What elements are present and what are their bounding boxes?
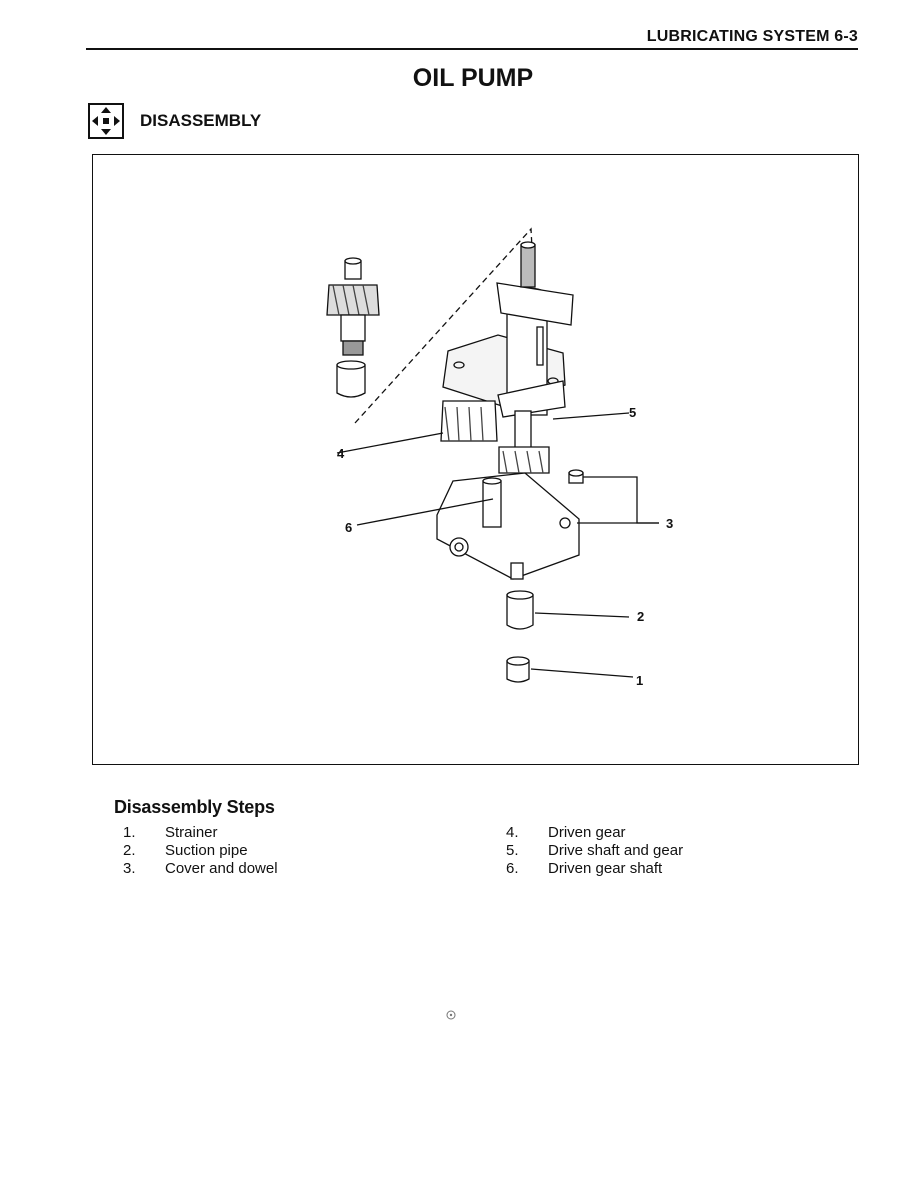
header-rule [86, 48, 858, 50]
step-item: 2. Suction pipe [123, 842, 278, 860]
callout-1: 1 [636, 673, 643, 688]
suction-pipe-part [506, 590, 534, 630]
pump-cover-part [442, 241, 574, 418]
exploded-view-figure: 1 2 3 4 5 6 [92, 154, 859, 765]
step-number: 4. [506, 824, 519, 841]
callout-5: 5 [629, 405, 636, 420]
step-item: 4. Driven gear [506, 824, 683, 842]
step-item: 6. Driven gear shaft [506, 860, 683, 878]
dowel-part [568, 469, 584, 484]
driven-gear-part [440, 400, 498, 442]
step-number: 6. [506, 860, 519, 877]
callout-3: 3 [666, 516, 673, 531]
step-item: 3. Cover and dowel [123, 860, 278, 878]
step-item: 1. Strainer [123, 824, 278, 842]
step-label: Cover and dowel [165, 860, 278, 877]
step-label: Driven gear shaft [548, 860, 663, 877]
oil-pump-exploded-diagram: 1 2 3 4 5 6 [326, 227, 673, 688]
section-heading: DISASSEMBLY [140, 111, 262, 130]
steps-title: Disassembly Steps [114, 797, 275, 817]
running-header: LUBRICATING SYSTEM 6-3 [646, 28, 858, 45]
disassembly-arrows-icon [88, 103, 124, 139]
page-mark-icon [446, 1010, 456, 1020]
callout-2: 2 [637, 609, 644, 624]
step-number: 1. [123, 824, 136, 841]
step-label: Strainer [165, 824, 218, 841]
step-label: Drive shaft and gear [548, 842, 684, 859]
steps-list-left: 1. Strainer 2. Suction pipe 3. Cover and do… [123, 824, 278, 878]
drive-gear-part [498, 410, 550, 474]
steps-list-right: 4. Driven gear 5. Drive shaft and gear 6. D… [506, 824, 683, 878]
callout-4: 4 [337, 446, 345, 461]
step-label: Driven gear [548, 824, 626, 841]
step-item: 5. Drive shaft and gear [506, 842, 683, 860]
page-title: OIL PUMP [412, 64, 534, 92]
strainer-part [506, 656, 530, 683]
step-number: 2. [123, 842, 136, 859]
step-number: 3. [123, 860, 136, 877]
step-number: 5. [506, 842, 519, 859]
step-label: Suction pipe [165, 842, 248, 859]
pump-case-part [436, 472, 580, 580]
drive-gear-shaft-part [326, 257, 380, 398]
callout-6: 6 [345, 520, 352, 535]
